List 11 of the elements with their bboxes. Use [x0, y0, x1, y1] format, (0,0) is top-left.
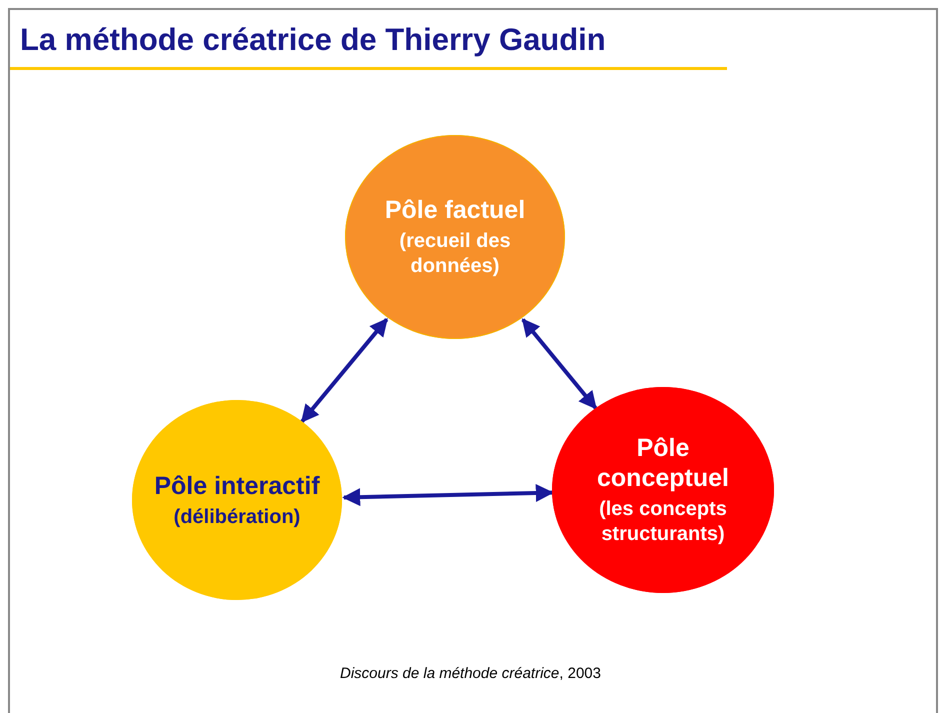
pole-name: Pôle conceptuel [596, 433, 730, 493]
double-arrow [521, 318, 598, 410]
pole-description: (les concepts structurants) [598, 497, 728, 547]
double-arrow [300, 318, 388, 423]
pole-name: Pôle interactif [154, 470, 320, 500]
pole-description: (délibération) [174, 504, 300, 530]
caption: Discours de la méthode créatrice, 2003 [339, 665, 602, 682]
double-arrow [342, 484, 554, 506]
slide-title: La méthode créatrice de Thierry Gaudin [20, 22, 606, 58]
pole-description: (recueil des données) [398, 229, 512, 279]
pole-name: Pôle factuel [384, 195, 526, 225]
